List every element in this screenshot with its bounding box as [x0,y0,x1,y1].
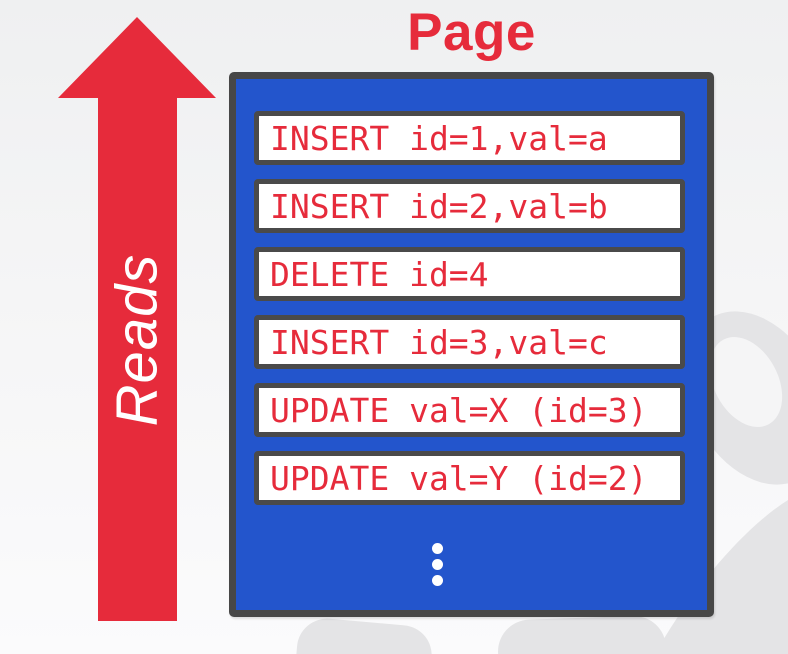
log-row: UPDATE val=Y (id=2) [254,451,685,505]
ellipsis-dot [432,543,443,554]
ellipsis-dot [432,559,443,570]
page-title: Page [407,3,536,62]
vertical-ellipsis-icon [432,543,443,586]
log-row: DELETE id=4 [254,247,685,301]
log-row-text: INSERT id=3,val=c [270,322,608,362]
log-row-text: DELETE id=4 [270,254,489,294]
log-row: UPDATE val=X (id=3) [254,383,685,437]
page-box: INSERT id=1,val=a INSERT id=2,val=b DELE… [229,72,714,617]
log-row-text: INSERT id=2,val=b [270,186,608,226]
log-row: INSERT id=1,val=a [254,111,685,165]
log-row-text: UPDATE val=Y (id=2) [270,458,648,498]
reads-label: Reads [104,253,170,427]
log-row: INSERT id=2,val=b [254,179,685,233]
log-row-text: UPDATE val=X (id=3) [270,390,648,430]
log-row-text: INSERT id=1,val=a [270,118,608,158]
log-row: INSERT id=3,val=c [254,315,685,369]
ellipsis-dot [432,575,443,586]
